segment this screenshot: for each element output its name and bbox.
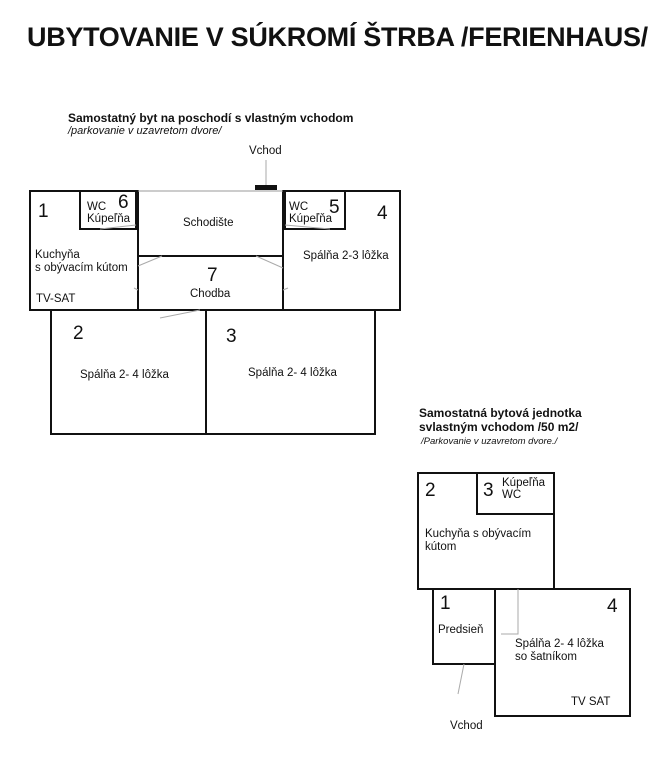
plan1-room-1-tv: TV-SAT bbox=[36, 293, 76, 305]
plan1-room-6-label: WC Kúpeľňa bbox=[87, 201, 131, 226]
plan1-room-1-number: 1 bbox=[38, 201, 49, 222]
plan2-room-4-number: 4 bbox=[607, 596, 618, 617]
plan2-room-4-tv: TV SAT bbox=[571, 696, 611, 708]
plan1-room-2-number: 2 bbox=[73, 323, 84, 344]
plan1-room-5-wall bbox=[284, 190, 346, 230]
plan1-room-2-label: Spálňa 2- 4 lôžka bbox=[80, 369, 169, 381]
plan1-stairs-label: Schodište bbox=[183, 217, 234, 229]
plan2-room-2-label: Kuchyňa s obývacím kútom bbox=[425, 528, 532, 554]
plan1-room-3-label: Spálňa 2- 4 lôžka bbox=[248, 367, 337, 379]
plan1-room-7-label: Chodba bbox=[190, 288, 231, 300]
plan2-room-3-wall bbox=[476, 472, 555, 515]
plan1-room-7-number: 7 bbox=[207, 265, 218, 286]
plan1-room-3-wall bbox=[205, 309, 376, 435]
plan1-room-4-label: Spálňa 2-3 lôžka bbox=[303, 250, 389, 262]
plan2-room-2-number: 2 bbox=[425, 480, 436, 501]
plan2-room-4-label: Spálňa 2- 4 lôžka so šatníkom bbox=[515, 638, 604, 664]
plan2-room-1-number: 1 bbox=[440, 593, 451, 614]
plan1-heading: Samostatný byt na poschodí s vlastným vc… bbox=[68, 111, 354, 125]
plan2-room-4-wall bbox=[494, 588, 631, 717]
plan2-heading: Samostatná bytová jednotka svlastným vch… bbox=[419, 406, 582, 434]
plan2-entrance-label: Vchod bbox=[450, 720, 483, 732]
plan1-entrance-door bbox=[255, 185, 277, 190]
plan1-room-6-wall bbox=[79, 190, 137, 230]
page-title: UBYTOVANIE V SÚKROMÍ ŠTRBA /FERIENHAUS/ bbox=[27, 22, 648, 52]
plan2-room-3-number: 3 bbox=[483, 480, 494, 501]
plan2-subheading: /Parkovanie v uzavretom dvore./ bbox=[421, 436, 558, 447]
plan1-room-3-number: 3 bbox=[226, 326, 237, 347]
plan2-room-3-label: Kúpeľňa WC bbox=[502, 477, 546, 502]
plan1-room-6-number: 6 bbox=[118, 192, 129, 213]
plan1-room-5-label: WC Kúpeľňa bbox=[289, 201, 333, 226]
plan2-room-1-label: Predsieň bbox=[438, 624, 484, 636]
plan1-room-1-label: Kuchyňa s obývacím kútom bbox=[35, 249, 128, 275]
plan1-room-5-number: 5 bbox=[329, 197, 340, 218]
plan1-room-4-number: 4 bbox=[377, 203, 388, 224]
plan1-subheading: /parkovanie v uzavretom dvore/ bbox=[68, 125, 222, 137]
plan1-entrance-label: Vchod bbox=[249, 145, 282, 157]
